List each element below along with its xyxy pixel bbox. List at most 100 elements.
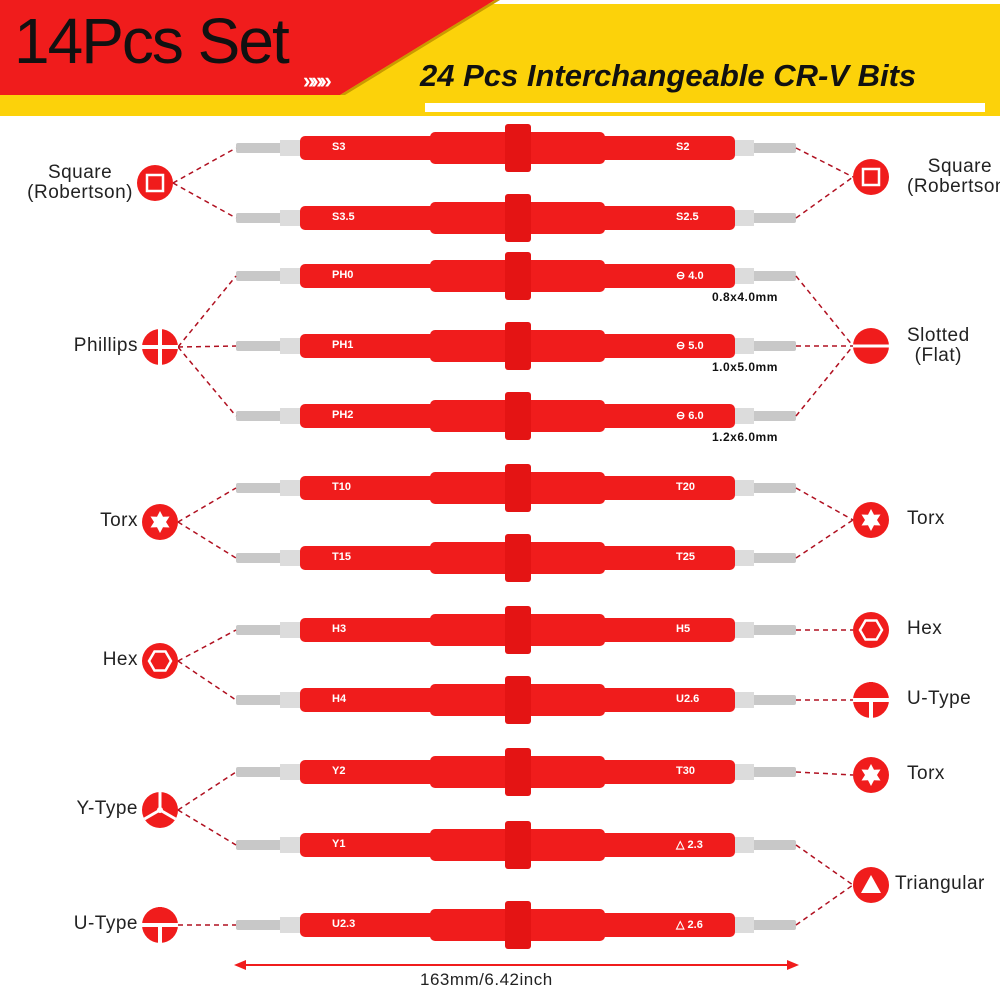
left-collar [280,622,306,638]
bit-left-label: Y2 [332,765,346,777]
bit-right-label: S2.5 [676,211,699,223]
handle-collar [505,534,531,582]
slot-dimension: 1.0x5.0mm [712,360,778,374]
connector-line [177,660,237,701]
bit-left-label: S3.5 [332,211,355,223]
handle-collar [505,606,531,654]
subtitle: 24 Pcs Interchangeable CR-V Bits [420,58,917,93]
u-type-icon [853,682,889,718]
handle-collar [505,194,531,242]
bit-left-label: PH1 [332,339,354,351]
handle-collar [505,464,531,512]
connector-line [177,629,237,662]
connector-line [795,345,854,417]
connector-line [177,809,237,846]
square-icon [137,165,173,201]
right-type-label: Slotted (Flat) [907,325,970,366]
banner-background [0,0,1000,116]
left-type-label: Torx [100,510,138,531]
bit-right-label: T30 [676,765,695,777]
screwdriver-bit [236,464,796,512]
bit-left-label: PH2 [332,409,354,421]
phillips-icon [142,329,178,365]
connector-line [795,844,854,886]
screwdriver-bit [236,606,796,654]
bit-left-label: PH0 [332,269,354,281]
header-banner: 14Pcs Set »»» 24 Pcs Interchangeable CR-… [0,0,1000,118]
connector-line [795,147,854,178]
chevrons-icon: »»» [303,68,332,93]
handle-collar [505,748,531,796]
connector-line [172,147,237,184]
y-type-icon [142,792,178,828]
right-type-label: Hex [907,618,943,639]
bit-right-label: U2.6 [676,693,700,705]
slotted-icon [853,328,889,364]
left-type-label: Y-Type [76,798,138,819]
left-collar [280,480,306,496]
slot-dimension: 0.8x4.0mm [712,290,778,304]
handle-collar [505,252,531,300]
handle-collar [505,821,531,869]
torx-icon [142,504,178,540]
left-collar [280,764,306,780]
left-type-label: Square (Robertson) [27,162,133,203]
bit-right-label: S2 [676,141,690,153]
left-collar [280,140,306,156]
left-collar [280,268,306,284]
screwdriver-bit [236,821,796,869]
bit-right-label: △ 2.3 [676,839,703,851]
right-type-label: Triangular [895,873,985,894]
triangle-icon [853,867,889,903]
bit-left-label: H4 [332,693,347,705]
set-title: 14Pcs Set [14,5,290,77]
bit-right-label: T20 [676,481,695,493]
bit-left-label: U2.3 [332,918,356,930]
left-collar [280,692,306,708]
bit-right-label: H5 [676,623,691,635]
screwdriver-bit [236,194,796,242]
left-type-label: Phillips [73,335,138,356]
hex-icon [142,643,178,679]
right-type-label: Torx [907,763,945,784]
left-collar [280,338,306,354]
bit-right-label: ⊖ 6.0 [676,410,704,422]
screwdriver-bit [236,392,796,440]
screwdriver-bit [236,252,796,300]
slot-dimension: 1.2x6.0mm [712,430,778,444]
bit-left-label: Y1 [332,838,346,850]
handle-collar [505,322,531,370]
length-measurement: 163mm/6.42inch [420,970,553,989]
handle-collar [505,676,531,724]
left-type-label: Hex [102,649,138,670]
bit-left-label: T10 [332,481,351,493]
connector-line [795,487,854,521]
hex-icon [853,612,889,648]
connector-line [795,176,854,219]
handle-collar [505,901,531,949]
bit-right-label: T25 [676,551,695,563]
left-type-label: U-Type [73,913,138,934]
bit-right-label: ⊖ 4.0 [676,270,704,282]
torx-icon [853,757,889,793]
measurement-arrow [234,960,799,970]
bit-left-label: S3 [332,141,346,153]
left-collar [280,917,306,933]
bit-left-label: T15 [332,551,351,563]
bit-right-label: ⊖ 5.0 [676,340,704,352]
right-type-label: U-Type [907,688,972,709]
connector-line [177,487,237,523]
connector-line [795,519,854,559]
connector-line [177,521,237,559]
handle-collar [505,124,531,172]
connector-line [177,346,237,417]
torx-icon [853,502,889,538]
connector-line [795,275,854,347]
bit-left-label: H3 [332,623,347,635]
right-type-label: Square (Robertson) [907,156,1000,197]
screwdriver-bit [236,901,796,949]
connector-line [172,182,237,219]
connector-line [795,771,854,776]
screwdriver-bit [236,534,796,582]
